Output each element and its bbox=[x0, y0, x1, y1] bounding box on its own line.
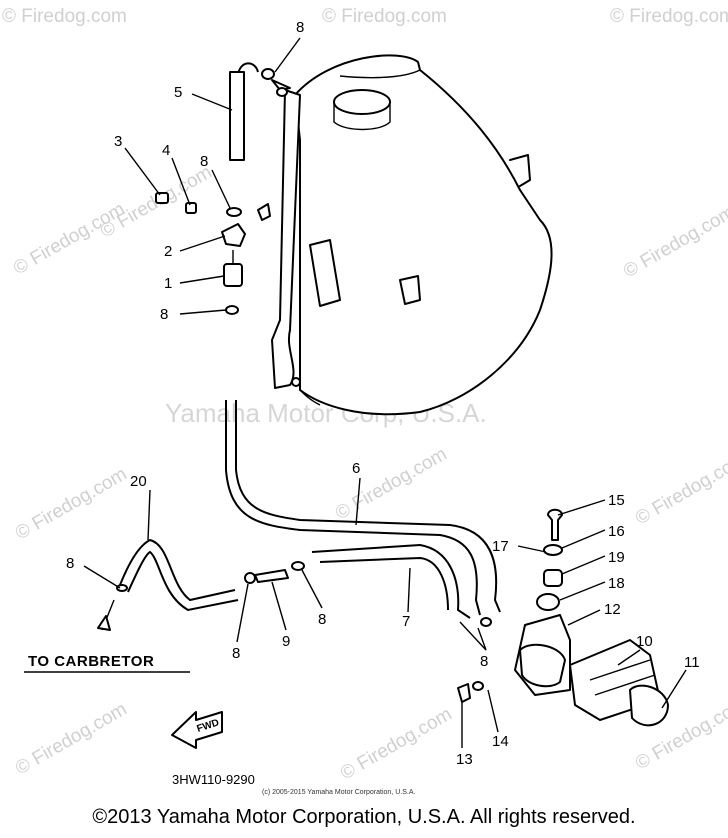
callout-8: 8 bbox=[480, 653, 488, 670]
callout-3: 3 bbox=[114, 133, 122, 150]
watermark: © Firedog.com bbox=[620, 202, 728, 283]
callout-9: 9 bbox=[282, 633, 290, 650]
callouts: 8 5 3 4 8 2 1 8 6 20 8 15 16 17 19 18 12… bbox=[66, 19, 700, 768]
diagram-code: 3HW110-9290 bbox=[172, 772, 255, 787]
callout-1: 1 bbox=[164, 275, 172, 292]
fittings bbox=[116, 68, 492, 691]
fitting-9 bbox=[254, 569, 289, 583]
watermark: © Firedog.com bbox=[337, 704, 456, 785]
callout-19: 19 bbox=[608, 549, 625, 566]
fuel-hoses bbox=[119, 62, 501, 619]
callout-14: 14 bbox=[492, 733, 509, 750]
callout-2: 2 bbox=[164, 243, 172, 260]
callout-18: 18 bbox=[608, 575, 625, 592]
hose-5 bbox=[229, 71, 245, 161]
fuel-pump-assembly bbox=[457, 508, 669, 727]
watermark: © Firedog.com bbox=[332, 444, 451, 525]
to-carburetor-label: TO CARBRETOR bbox=[28, 653, 154, 670]
footer-copyright: ©2013 Yamaha Motor Corporation, U.S.A. A… bbox=[92, 806, 636, 828]
leader-lines bbox=[83, 37, 687, 748]
callout-8: 8 bbox=[160, 306, 168, 323]
callout-8: 8 bbox=[296, 19, 304, 36]
watermark: © Firedog.com bbox=[632, 449, 728, 530]
pump-cap-11 bbox=[629, 684, 669, 727]
callout-12: 12 bbox=[604, 601, 621, 618]
callout-8: 8 bbox=[318, 611, 326, 628]
fwd-arrow: FWD bbox=[171, 711, 223, 749]
callout-13: 13 bbox=[456, 751, 473, 768]
callout-8: 8 bbox=[200, 153, 208, 170]
watermark: © Firedog.com bbox=[12, 464, 131, 545]
callout-17: 17 bbox=[492, 538, 509, 555]
callout-11: 11 bbox=[684, 654, 700, 671]
fuel-tank bbox=[271, 54, 553, 416]
callout-8: 8 bbox=[66, 555, 74, 572]
callout-8: 8 bbox=[232, 645, 240, 662]
watermark: © Firedog.com bbox=[322, 6, 447, 27]
callout-4: 4 bbox=[162, 142, 170, 159]
watermark: © Firedog.com bbox=[12, 699, 131, 780]
callout-15: 15 bbox=[608, 492, 625, 509]
callout-16: 16 bbox=[608, 523, 625, 540]
callout-6: 6 bbox=[352, 460, 360, 477]
watermark: © Firedog.com bbox=[610, 6, 728, 27]
callout-5: 5 bbox=[174, 84, 182, 101]
callout-7: 7 bbox=[402, 613, 410, 630]
watermark: © Firedog.com bbox=[2, 6, 127, 27]
callout-10: 10 bbox=[636, 633, 653, 650]
callout-20: 20 bbox=[130, 473, 147, 490]
small-copyright: (c) 2005-2015 Yamaha Motor Corporation, … bbox=[262, 789, 415, 796]
